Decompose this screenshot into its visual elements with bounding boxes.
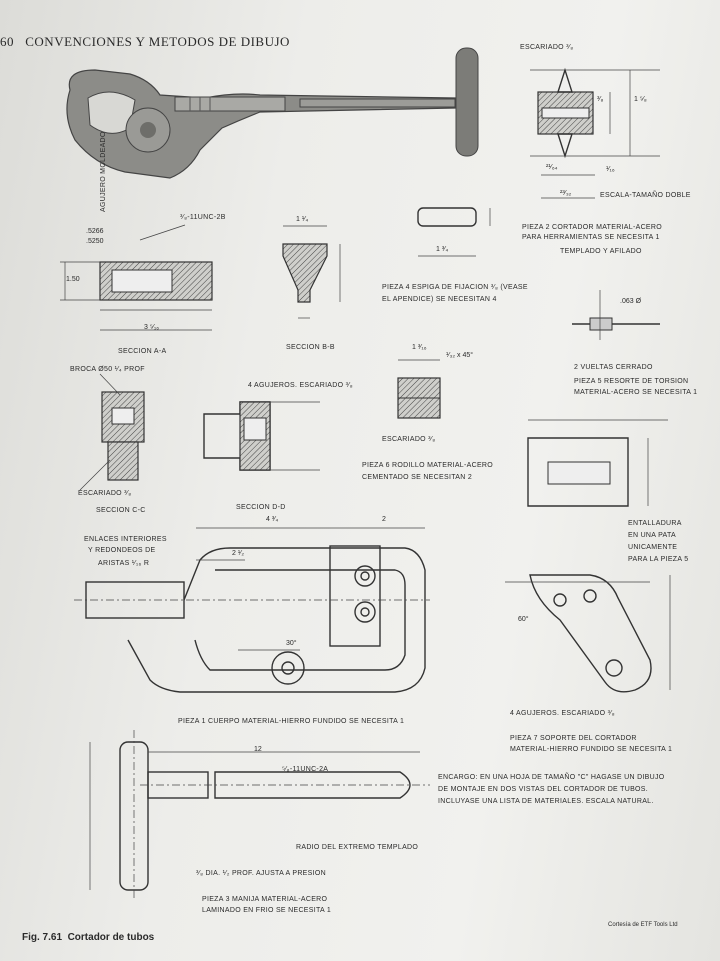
enlaces-line2: Y REDONDEOS DE xyxy=(88,547,156,554)
running-header: 60 CONVENCIONES Y METODOS DE DIBUJO xyxy=(0,34,290,50)
dim-value: ²¹⁄₆₄ xyxy=(546,164,558,171)
agujero-label: AGUJERO MOLDEADO xyxy=(100,131,107,212)
section-c-c xyxy=(79,373,145,491)
dia-label: ³⁄₈ DIA. ¹⁄₂ PROF. AJUSTA A PRESION xyxy=(196,870,326,877)
part5-spring xyxy=(572,290,660,340)
dim-value: ¹⁄₁₆ xyxy=(606,166,615,173)
dim-value: ¹⁄₃₂ x 45° xyxy=(446,352,474,359)
figure-number: Fig. 7.61 xyxy=(22,932,63,943)
part7-side-view xyxy=(527,419,668,507)
unc-2b-label: ³⁄₈-11UNC-2B xyxy=(180,214,226,221)
enlaces-line1: ENLACES INTERIORES xyxy=(84,536,167,543)
encargo-line1: ENCARGO: EN UNA HOJA DE TAMAÑO "C" HAGAS… xyxy=(438,774,665,781)
chapter-title: CONVENCIONES Y METODOS DE DIBUJO xyxy=(25,34,290,49)
entalladura-line1: ENTALLADURA xyxy=(628,520,682,527)
entalladura-line2: EN UNA PATA xyxy=(628,532,677,539)
dim-value: .5266 xyxy=(86,228,104,235)
pieza6-line2: CEMENTADO SE NECESITAN 2 xyxy=(362,474,473,481)
section-b-b xyxy=(282,225,341,319)
page-number: 60 xyxy=(0,34,14,49)
dim-value: 3 ⁵⁄₁₆ xyxy=(144,324,160,331)
dim-value: 1 ³⁄₄ xyxy=(436,246,449,253)
escariado-cc-label: ESCARIADO ³⁄₈ xyxy=(78,490,132,497)
dim-value: 60° xyxy=(518,616,529,623)
pieza4-line2: EL APENDICE) SE NECESITAN 4 xyxy=(382,296,497,303)
section-cc-caption: SECCION C-C xyxy=(96,507,146,514)
radio-label: RADIO DEL EXTREMO TEMPLADO xyxy=(296,844,419,851)
encargo-line2: DE MONTAJE EN DOS VISTAS DEL CORTADOR DE… xyxy=(438,786,649,793)
dim-value: 12 xyxy=(254,746,262,753)
agujeros4-label: 4 AGUJEROS. ESCARIADO ³⁄₈ xyxy=(248,382,353,389)
enlaces-line3: ARISTAS ¹⁄₁₆ R xyxy=(98,560,150,567)
section-aa-caption: SECCION A-A xyxy=(118,348,167,355)
dim-value: .063 Ø xyxy=(620,298,642,305)
escariado-p6-label: ESCARIADO ³⁄₈ xyxy=(382,436,436,443)
section-dd-caption: SECCION D-D xyxy=(236,504,286,511)
section-bb-caption: SECCION B-B xyxy=(286,344,335,351)
part6-roller xyxy=(397,359,441,419)
part7-front-view xyxy=(505,574,671,693)
part1-body xyxy=(74,527,430,693)
pipe-cutter-photo xyxy=(66,47,479,179)
pieza2-line2: PARA HERRAMIENTAS SE NECESITA 1 xyxy=(522,234,660,241)
encargo-line3: INCLUYASE UNA LISTA DE MATERIALES. ESCAL… xyxy=(438,798,654,805)
broca-label: BROCA Ø50 ¹⁄₄ PROF xyxy=(70,366,145,373)
escala-label: ESCALA-TAMAÑO DOBLE xyxy=(600,192,691,199)
dim-value: 1 ⁵⁄₈ xyxy=(634,96,647,103)
unc-2a-label: ⁵⁄₈-11UNC-2A xyxy=(282,766,329,773)
part3-handle xyxy=(89,730,430,900)
pieza5-line2: PIEZA 5 RESORTE DE TORSION xyxy=(574,378,689,385)
entalladura-line4: PARA LA PIEZA 5 xyxy=(628,556,689,563)
pieza6-line1: PIEZA 6 RODILLO MATERIAL-ACERO xyxy=(362,462,494,469)
pieza3-line1: PIEZA 3 MANIJA MATERIAL-ACERO xyxy=(202,896,328,903)
dim-value: ²³⁄₃₂ xyxy=(560,190,572,197)
figure-title: Cortador de tubos xyxy=(67,932,155,943)
dim-value: 2 ¹⁄₂ xyxy=(232,550,245,557)
part2-cutter-view xyxy=(530,67,660,199)
section-d-d xyxy=(203,401,320,471)
pieza7-line1: PIEZA 7 SOPORTE DEL CORTADOR xyxy=(510,735,637,742)
section-a-a xyxy=(60,224,213,331)
dim-value: .5250 xyxy=(86,238,104,245)
dim-value: ³⁄₈ xyxy=(597,96,604,103)
pieza4-line1: PIEZA 4 ESPIGA DE FIJACION ³⁄₈ (VEASE xyxy=(382,284,528,291)
dim-value: 4 ³⁄₄ xyxy=(266,516,279,523)
pieza2-line3: TEMPLADO Y AFILADO xyxy=(560,248,642,255)
credit-line: Cortesía de ETF Tools Ltd xyxy=(608,922,678,928)
entalladura-line3: UNICAMENTE xyxy=(628,544,678,551)
dim-value: 1 ³⁄₁₆ xyxy=(412,344,427,351)
agujeros-p7-label: 4 AGUJEROS. ESCARIADO ³⁄₈ xyxy=(510,710,615,717)
figure-caption: Fig. 7.61 Cortador de tubos xyxy=(22,932,154,943)
part4-pin xyxy=(417,207,491,257)
dim-value: 30° xyxy=(286,640,297,647)
pieza5-line1: 2 VUELTAS CERRADO xyxy=(574,364,653,371)
dim-value: 1.50 xyxy=(66,276,80,283)
pieza7-line2: MATERIAL-HIERRO FUNDIDO SE NECESITA 1 xyxy=(510,746,673,753)
dim-value: 1 ¹⁄₄ xyxy=(296,216,309,223)
pieza5-line3: MATERIAL-ACERO SE NECESITA 1 xyxy=(574,389,698,396)
dim-value: 2 xyxy=(382,516,386,523)
escariado-top-label: ESCARIADO ³⁄₈ xyxy=(520,44,574,51)
pieza3-line2: LAMINADO EN FRIO SE NECESITA 1 xyxy=(202,907,332,914)
pieza2-line1: PIEZA 2 CORTADOR MATERIAL-ACERO xyxy=(522,224,662,231)
pieza1-label: PIEZA 1 CUERPO MATERIAL-HIERRO FUNDIDO S… xyxy=(178,718,405,725)
